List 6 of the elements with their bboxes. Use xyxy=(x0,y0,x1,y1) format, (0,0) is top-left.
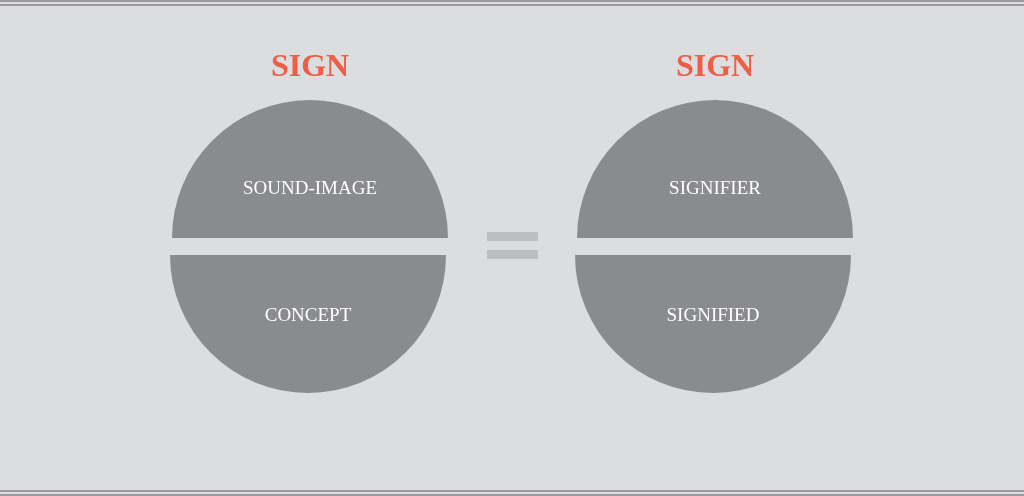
heading: SIGN xyxy=(269,46,351,85)
circle-label: CONCEPT xyxy=(263,303,353,327)
circle-label: SIGNIFIED xyxy=(665,303,761,327)
circle-label: SOUND-IMAGE xyxy=(241,176,379,200)
heading: SIGN xyxy=(674,46,756,85)
circle-label: SIGNIFIER xyxy=(668,176,762,200)
